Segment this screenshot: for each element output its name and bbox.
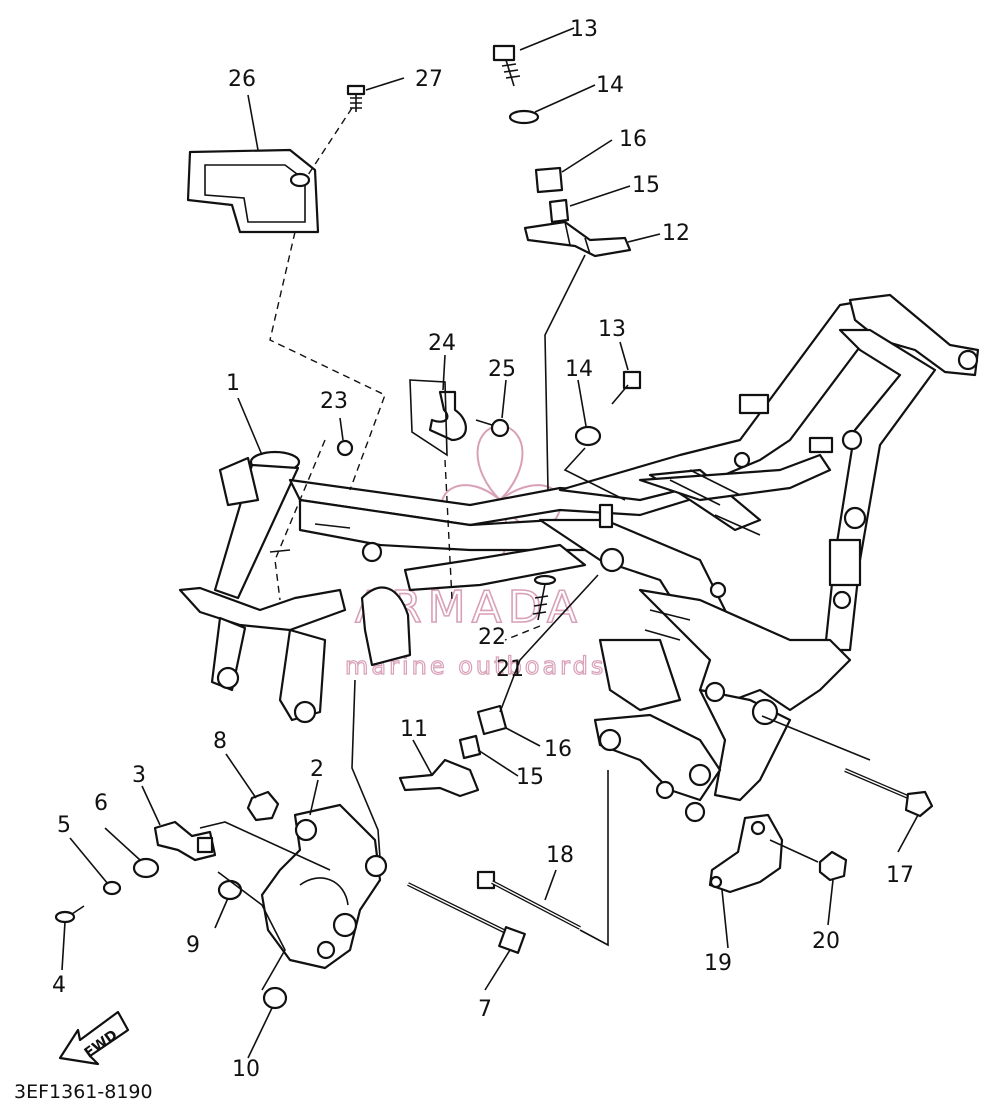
collar-15-top [548,198,570,224]
bush-16-top [534,166,564,194]
callout-15-low: 15 [516,765,544,790]
washer-14-top [508,109,540,125]
callout-14-top: 14 [596,73,624,98]
callout-4: 4 [52,973,66,998]
callout-21: 21 [496,657,524,682]
bolt-17 [844,768,934,818]
callout-8: 8 [213,729,227,754]
callout-11: 11 [400,717,428,742]
diagram-code: 3EF1361-8190 [14,1081,153,1103]
hose-fitting [360,586,412,667]
washer-14-mid [574,425,602,447]
bracket-11 [398,758,480,798]
washer-9 [217,879,243,901]
fwd-arrow: FWD [58,1010,130,1066]
cover-26 [186,148,320,234]
collar-15-low [458,734,482,760]
washer-5 [102,880,122,896]
callout-25: 25 [488,357,516,382]
callout-18: 18 [546,843,574,868]
nut-8 [246,790,280,822]
callout-20: 20 [812,929,840,954]
callout-24: 24 [428,331,456,356]
screw-4 [54,905,85,924]
callout-2: 2 [310,757,324,782]
callout-27: 27 [415,67,443,92]
screw-23 [336,439,354,457]
nut-20 [818,850,848,882]
callout-26: 26 [228,67,256,92]
callout-19: 19 [704,951,732,976]
callout-9: 9 [186,933,200,958]
bracket-3 [153,820,217,862]
bush-16-low [476,704,508,736]
callout-12: 12 [662,221,690,246]
callout-7: 7 [478,997,492,1022]
screw-25 [475,418,510,438]
callout-1: 1 [226,371,240,396]
callout-14-mid: 14 [565,357,593,382]
callout-13-mid: 13 [598,317,626,342]
bracket-19 [708,813,784,894]
callout-16-low: 16 [544,737,572,762]
washer-10 [262,986,288,1010]
bolt-22 [532,574,557,621]
callout-5: 5 [57,813,71,838]
bracket-12 [523,220,632,258]
callout-17: 17 [886,863,914,888]
bolt-13-top [492,44,521,87]
callout-13-top: 13 [570,17,598,42]
engine-bracket-2 [260,803,388,970]
callout-15-top: 15 [632,173,660,198]
bolt-7 [407,882,526,954]
callout-22: 22 [478,625,506,650]
callout-16-top: 16 [619,127,647,152]
bolt-18 [476,870,581,930]
bolt-13-mid [611,370,642,405]
callout-3: 3 [132,763,146,788]
callout-labels: 13 14 16 15 12 27 26 13 14 24 25 23 1 22… [52,17,914,1082]
callout-6: 6 [94,791,108,816]
callout-10: 10 [232,1057,260,1082]
washer-6 [132,857,160,879]
clamp-24 [409,379,467,457]
screw-27 [346,84,366,112]
callout-23: 23 [320,389,348,414]
leader-lines [61,27,919,1059]
